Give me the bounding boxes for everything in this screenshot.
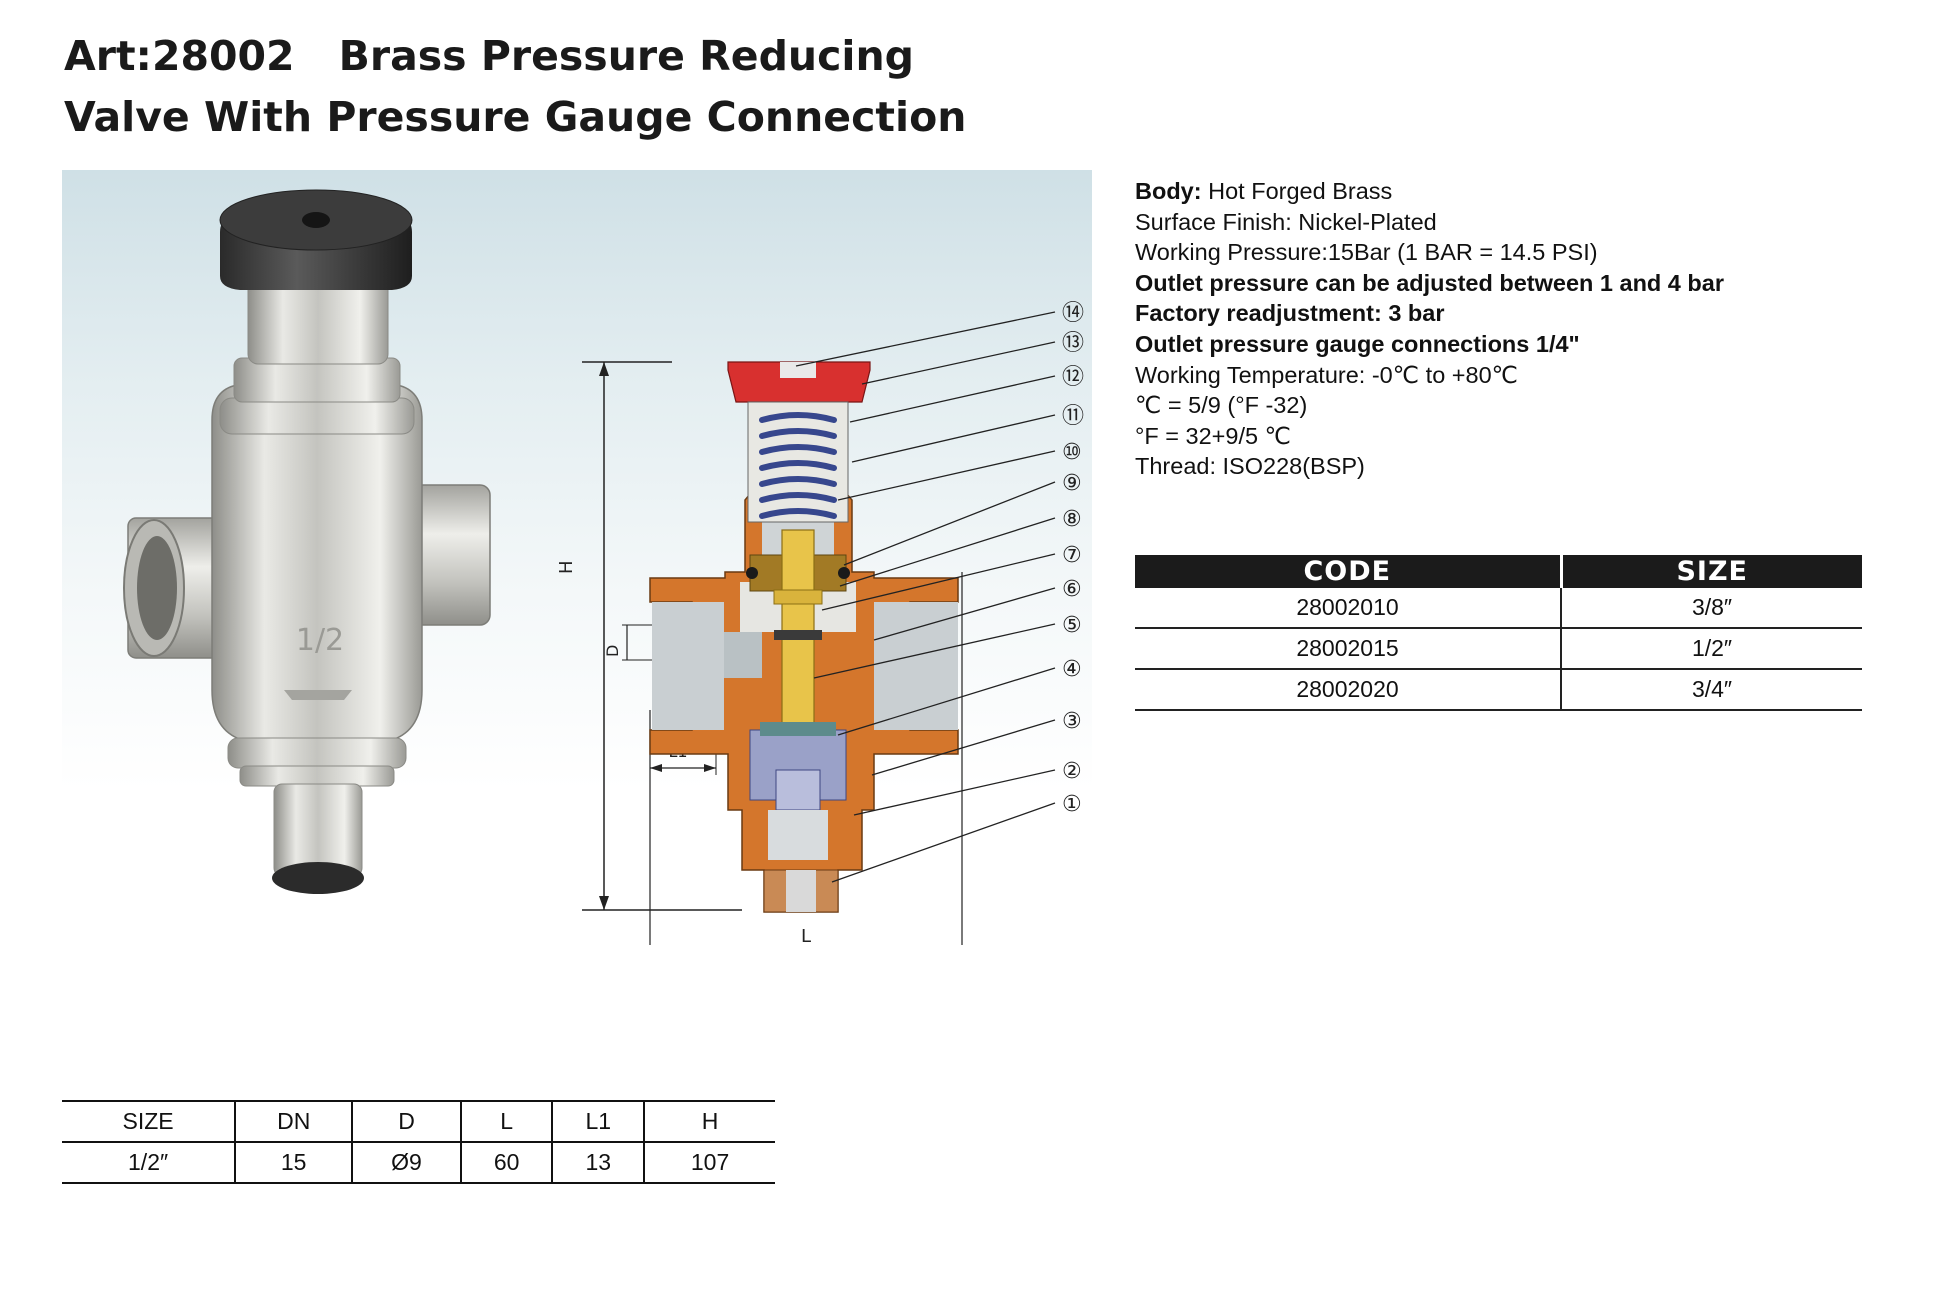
dimensions-table: SIZE DN D L L1 H 1/2″ 15 Ø9 60 13 107 <box>62 1100 775 1184</box>
part-label-14: ⑭ <box>1062 301 1084 326</box>
header-code: CODE <box>1135 551 1561 588</box>
size-cell: 3/4″ <box>1560 669 1862 711</box>
dim-l-label: L <box>801 926 811 945</box>
code-size-table: CODE SIZE 28002010 3/8″ 28002015 1/2″ 28… <box>1135 551 1862 711</box>
part-label-8: ⑧ <box>1062 507 1082 532</box>
header-size: SIZE <box>1559 551 1862 588</box>
spec-working-temperature: Working Temperature: -0℃ to +80℃ <box>1135 361 1519 388</box>
part-label-4: ④ <box>1062 657 1082 682</box>
part-label-1: ① <box>1062 792 1082 817</box>
table-row: 28002010 3/8″ <box>1135 588 1862 629</box>
product-name-part-2: Valve With Pressure Gauge Connection <box>64 93 967 141</box>
spec-thread: Thread: ISO228(BSP) <box>1135 453 1365 480</box>
product-image-panel: 1/2 H D L L1 <box>62 170 1092 945</box>
header-l1: L1 <box>551 1101 645 1143</box>
spec-outlet-adjust: Outlet pressure can be adjusted between … <box>1135 269 1724 296</box>
product-name-part-1: Brass Pressure Reducing <box>338 32 914 80</box>
dim-cell: 1/2″ <box>128 1149 169 1175</box>
dim-table-header: SIZE DN D L L1 H <box>62 1101 775 1143</box>
page-title: Art:28002 Brass Pressure Reducing Valve W… <box>64 26 1164 148</box>
cross-section-diagram: H D L L1 <box>556 301 1084 945</box>
spec-working-pressure: Working Pressure:15Bar (1 BAR = 14.5 PSI… <box>1135 239 1598 266</box>
spec-factory-readjustment: Factory readjustment: 3 bar <box>1135 300 1445 327</box>
specifications: Body: Hot Forged Brass Surface Finish: N… <box>1135 176 1895 482</box>
code-cell: 28002010 <box>1135 588 1561 629</box>
part-label-13: ⑬ <box>1062 331 1084 356</box>
part-label-9: ⑨ <box>1062 471 1082 496</box>
part-label-10: ⑩ <box>1062 440 1082 465</box>
nut-size-marking: 1/2 <box>296 623 344 658</box>
dim-cell: 15 <box>234 1142 353 1183</box>
part-label-2: ② <box>1062 759 1082 784</box>
part-label-11: ⑪ <box>1062 404 1084 429</box>
table-row: 1/2″ 15 Ø9 60 13 107 <box>62 1142 775 1183</box>
dim-cell: 60 <box>459 1142 553 1183</box>
header-d: D <box>351 1101 461 1143</box>
code-cell: 28002015 <box>1135 628 1561 670</box>
dim-cell: Ø9 <box>351 1142 461 1183</box>
valve-photo: 1/2 <box>123 189 491 894</box>
size-cell: 3/8″ <box>1560 588 1862 629</box>
dim-d-label: D <box>603 645 622 657</box>
spec-body: Body: Hot Forged Brass <box>1135 178 1393 204</box>
part-label-6: ⑥ <box>1062 577 1082 602</box>
size-cell: 1/2″ <box>1560 628 1862 670</box>
header-l: L <box>459 1101 553 1143</box>
spec-fahrenheit-formula: °F = 32+9/5 ℃ <box>1135 422 1291 449</box>
spec-surface-finish: Surface Finish: Nickel-Plated <box>1135 208 1437 235</box>
product-illustration: 1/2 H D L L1 <box>123 189 1084 945</box>
dim-cell: 13 <box>551 1142 645 1183</box>
part-label-12: ⑫ <box>1062 365 1084 390</box>
header-size: SIZE <box>62 1101 236 1143</box>
title-line-1: Art:28002 Brass Pressure Reducing <box>64 26 1164 87</box>
part-label-5: ⑤ <box>1062 613 1082 638</box>
header-h: H <box>643 1101 775 1143</box>
part-label-7: ⑦ <box>1062 543 1082 568</box>
dim-h-label: H <box>556 560 577 574</box>
header-dn: DN <box>234 1101 353 1143</box>
code-cell: 28002020 <box>1135 669 1561 711</box>
code-table-header: CODE SIZE <box>1135 551 1862 588</box>
spec-celsius-formula: ℃ = 5/9 (°F -32) <box>1135 392 1308 419</box>
part-label-3: ③ <box>1062 709 1082 734</box>
table-row: 28002020 3/4″ <box>1135 669 1862 711</box>
spec-gauge-connection: Outlet pressure gauge connections 1/4" <box>1135 330 1580 357</box>
article-number: Art:28002 <box>64 32 295 80</box>
table-row: 28002015 1/2″ <box>1135 628 1862 670</box>
dim-cell: 107 <box>643 1142 775 1183</box>
